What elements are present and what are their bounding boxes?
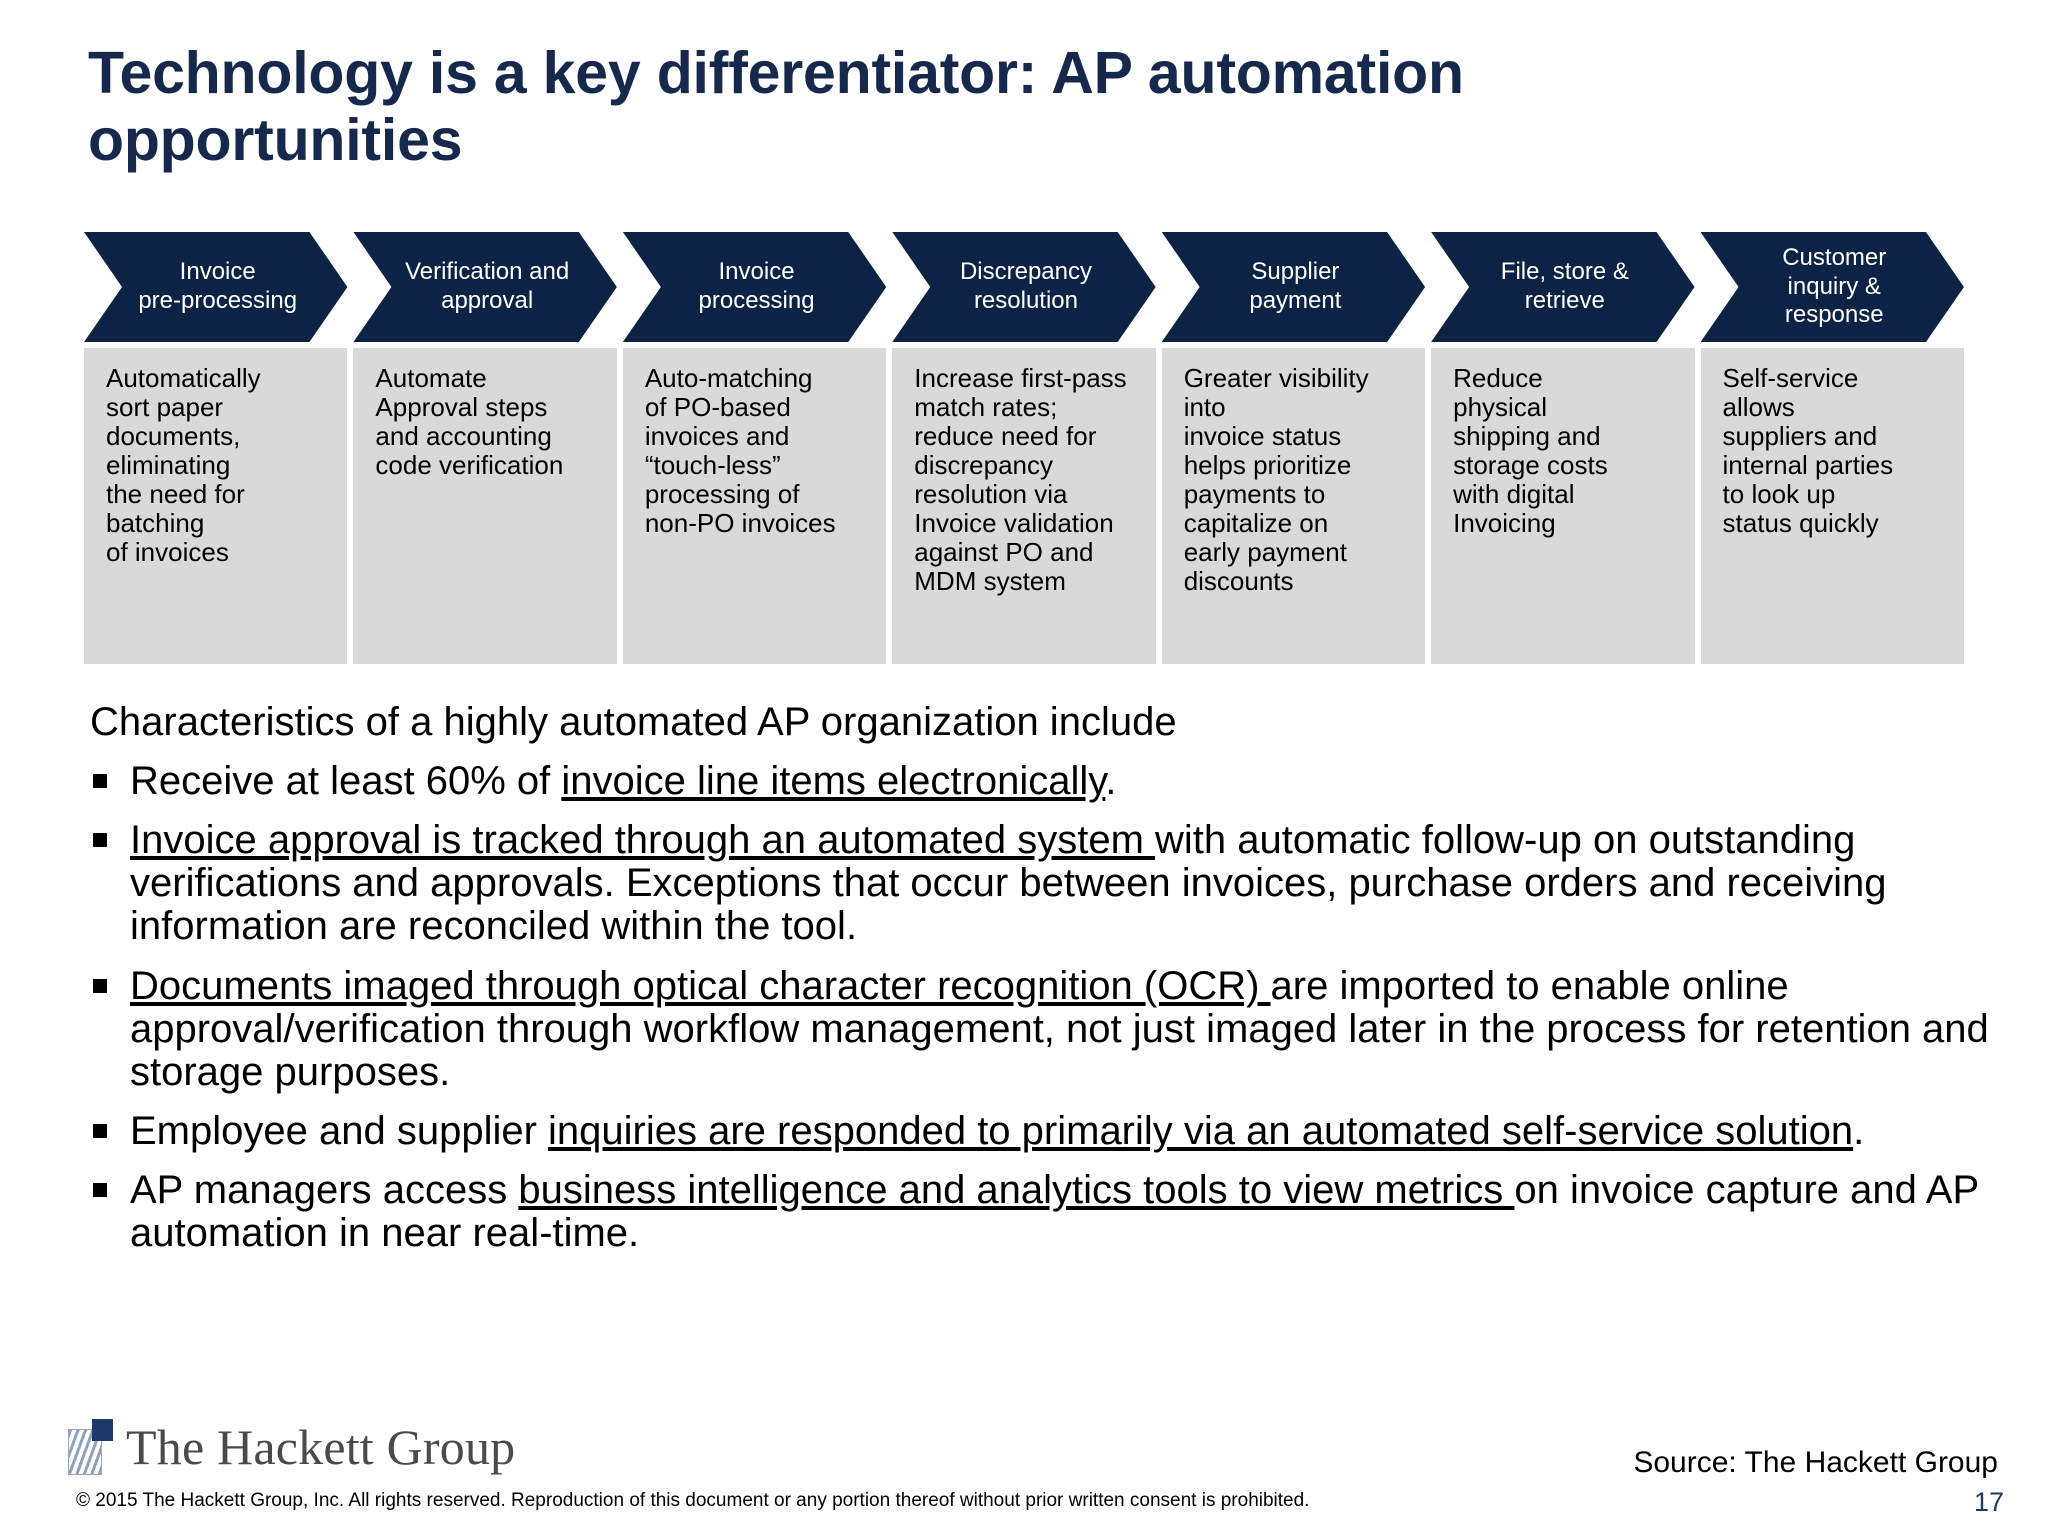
bullet-2-post: with automatic follow-up on outstanding … [130,817,1887,949]
page-title: Technology is a key differentiator: AP a… [88,40,1464,173]
detail-column-2: Automate Approval steps and accounting c… [353,348,617,664]
bullet-item-4: Employee and supplier inquiries are resp… [90,1110,1990,1153]
bullet-marker-icon [93,1124,107,1139]
bullet-3-post: are imported to enable online approval/v… [130,963,1989,1094]
chevron-step-5-label: Supplier payment [1249,258,1342,314]
hackett-group-logo: The Hackett Group [68,1418,515,1476]
bullet-item-5: AP managers access business intelligence… [90,1169,1990,1255]
bullet-5-post: on invoice capture and AP automation in … [130,1168,1979,1256]
detail-column-5: Greater visibility into invoice status h… [1161,348,1426,664]
bullet-marker-icon [93,1183,107,1198]
detail-column-1: Automatically sort paper documents, elim… [84,348,348,664]
bullet-marker-icon [93,832,107,847]
detail-column-3: Auto-matching of PO-based invoices and “… [622,348,887,664]
chevron-step-2-label: Verification and approval [405,258,570,314]
logo-wordmark: The Hackett Group [126,1419,516,1475]
bullet-item-2: Invoice approval is tracked through an a… [90,817,1990,949]
bullet-5-emphasis: business intelligence and analytics tool… [518,1168,1515,1213]
chevron-step-1-label: Invoice pre-processing [138,258,298,314]
hackett-logo-mark-icon [68,1419,114,1475]
bullet-5-pre: AP managers access [130,1168,519,1213]
lead-in-text: Characteristics of a highly automated AP… [90,700,1177,744]
chevron-step-3-label: Invoice processing [698,258,815,314]
chevron-step-7-label: Customer inquiry & response [1782,243,1887,329]
bullet-4-emphasis: inquiries are responded to primarily via… [548,1109,1854,1154]
detail-column-4: Increase first-pass match rates; reduce … [892,348,1156,664]
bullet-marker-icon [93,978,107,993]
bullet-marker-icon [93,773,107,788]
chevron-step-7[interactable]: Customer inquiry & response [1701,232,1964,342]
bullet-2-emphasis: Invoice approval is tracked through an a… [130,817,1155,862]
bullet-1-emphasis: invoice line items electronically [561,758,1106,803]
chevron-step-3[interactable]: Invoice processing [623,232,886,342]
bullet-4-pre: Employee and supplier [130,1109,549,1154]
chevron-step-6-label: File, store & retrieve [1500,258,1629,314]
process-flow-chevrons: Invoice pre-processing Verification and … [84,232,1964,342]
chevron-step-1[interactable]: Invoice pre-processing [84,232,347,342]
chevron-step-4[interactable]: Discrepancy resolution [892,232,1155,342]
detail-column-6: Reduce physical shipping and storage cos… [1431,348,1695,664]
bullet-1-pre: Receive at least 60% of [130,758,562,803]
bullet-item-3: Documents imaged through optical charact… [90,963,1990,1095]
chevron-step-2[interactable]: Verification and approval [353,232,616,342]
bullet-4-post: . [1853,1109,1865,1154]
process-detail-columns: Automatically sort paper documents, elim… [84,348,1964,664]
chevron-step-5[interactable]: Supplier payment [1162,232,1425,342]
detail-column-7: Self-service allows suppliers and intern… [1700,348,1964,664]
source-attribution: Source: The Hackett Group [1633,1446,1998,1479]
copyright-notice: © 2015 The Hackett Group, Inc. All right… [76,1490,1310,1511]
bullet-3-emphasis: Documents imaged through optical charact… [130,963,1271,1008]
page-number: 17 [1973,1487,2004,1517]
chevron-step-6[interactable]: File, store & retrieve [1431,232,1694,342]
bullet-item-1: Receive at least 60% of invoice line ite… [90,758,1990,803]
bullet-1-post: . [1105,758,1117,803]
body-copy: Characteristics of a highly automated AP… [90,700,1990,1272]
chevron-step-4-label: Discrepancy resolution [959,258,1092,314]
